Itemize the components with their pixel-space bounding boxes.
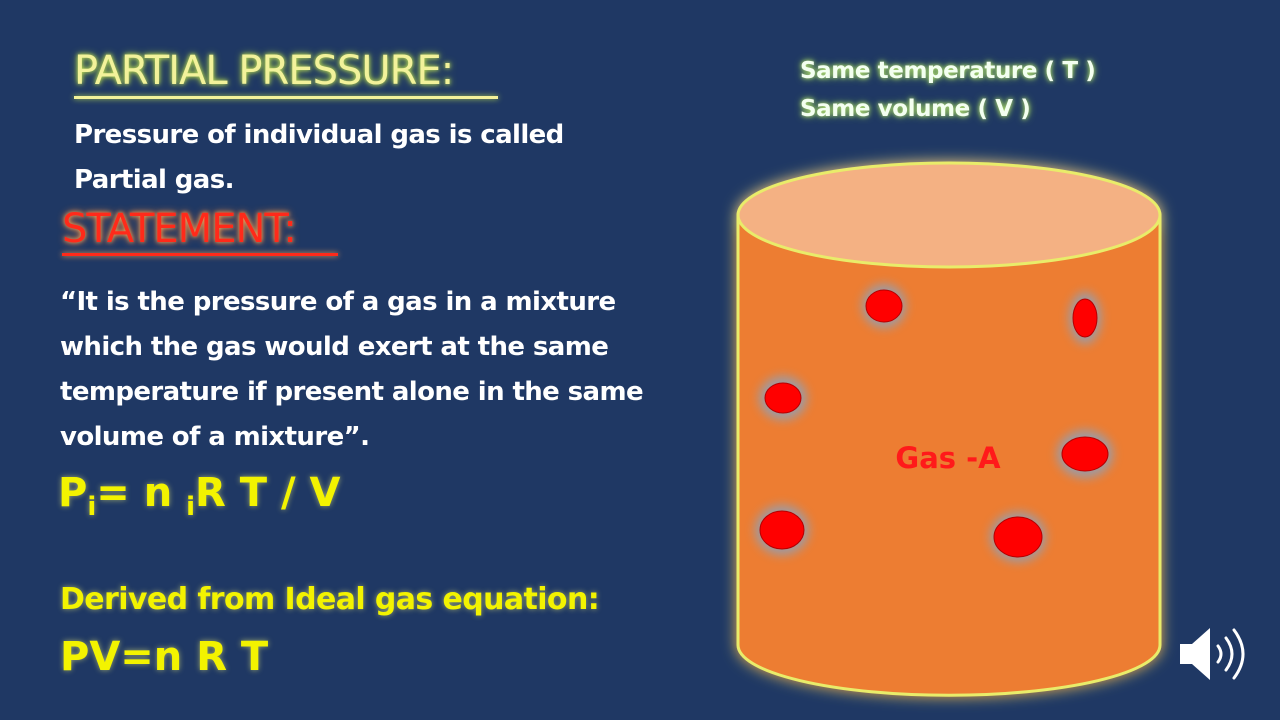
condition-volume: Same volume ( V ) bbox=[800, 96, 1031, 122]
speaker-icon[interactable] bbox=[1176, 624, 1252, 684]
statement-heading: STATEMENT: bbox=[62, 206, 297, 252]
cylinder-body bbox=[736, 213, 1162, 697]
statement-line-4: volume of a mixture”. bbox=[60, 422, 370, 452]
gas-particle bbox=[1061, 436, 1109, 472]
gas-particle bbox=[759, 510, 805, 550]
statement-line-2: which the gas would exert at the same bbox=[60, 332, 609, 362]
derived-text: Derived from Ideal gas equation: bbox=[60, 582, 600, 617]
ideal-gas-formula: PV=n R T bbox=[60, 634, 269, 680]
gas-particle bbox=[865, 289, 903, 323]
statement-line-3: temperature if present alone in the same bbox=[60, 377, 644, 407]
definition-line-1: Pressure of individual gas is called bbox=[74, 120, 564, 150]
formula-p: P bbox=[58, 470, 88, 516]
statement-line-1: “It is the pressure of a gas in a mixtur… bbox=[60, 287, 616, 317]
gas-particle bbox=[764, 382, 802, 414]
partial-pressure-formula: Pi= n iR T / V bbox=[58, 470, 340, 522]
gas-label: Gas -A bbox=[895, 441, 1001, 475]
statement-underline bbox=[62, 253, 338, 256]
definition-line-2: Partial gas. bbox=[74, 165, 234, 195]
formula-equals-n: = n bbox=[96, 470, 187, 516]
gas-cylinder: Gas -A bbox=[736, 161, 1162, 697]
cylinder-top bbox=[736, 161, 1162, 269]
statement-text: “It is the pressure of a gas in a mixtur… bbox=[60, 280, 644, 460]
partial-pressure-underline bbox=[74, 96, 498, 99]
conditions-text: Same temperature ( T ) Same volume ( V ) bbox=[800, 52, 1096, 128]
cylinder-shape bbox=[736, 161, 1162, 697]
condition-temperature: Same temperature ( T ) bbox=[800, 58, 1096, 84]
formula-p-subscript: i bbox=[87, 492, 97, 522]
formula-rest: R T / V bbox=[195, 470, 341, 516]
gas-particle bbox=[1072, 298, 1098, 338]
partial-pressure-heading: PARTIAL PRESSURE: bbox=[74, 48, 454, 94]
gas-particle bbox=[993, 516, 1043, 558]
definition-text: Pressure of individual gas is called Par… bbox=[74, 113, 564, 203]
formula-n-subscript: i bbox=[186, 492, 196, 522]
